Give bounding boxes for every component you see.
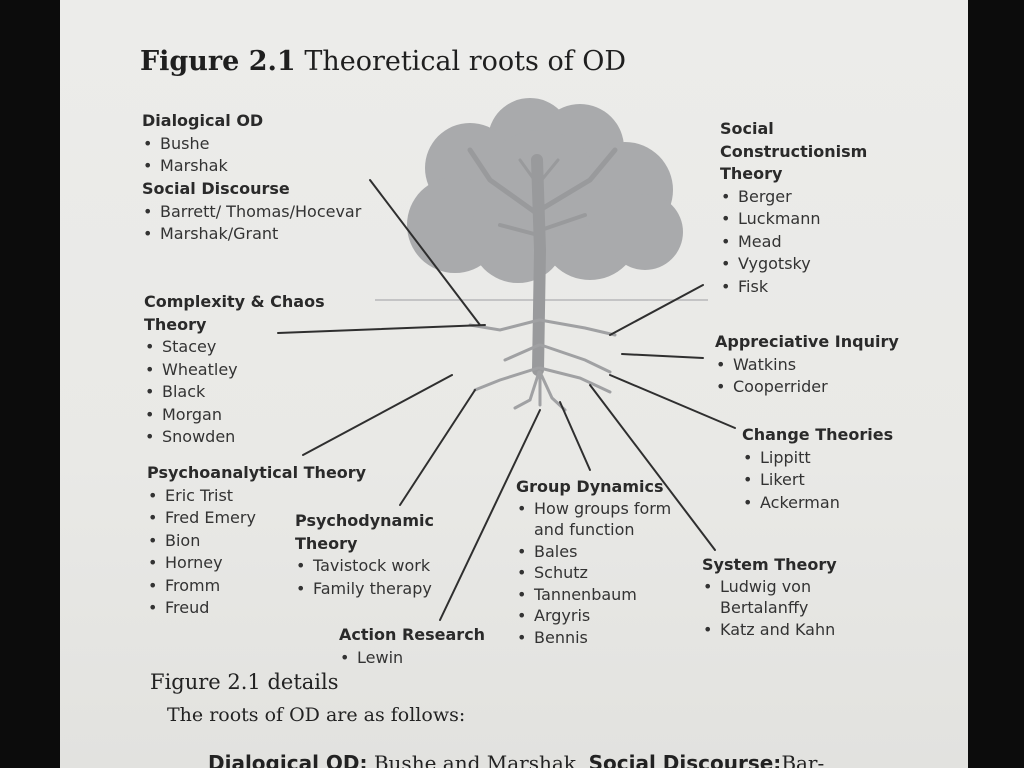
list-item: Marshak xyxy=(142,155,263,178)
group-complexity-chaos-theory: Complexity & Chaos Theory Stacey Wheatle… xyxy=(144,291,325,449)
figure-title-text: Theoretical roots of OD xyxy=(304,46,627,77)
list-item: Tavistock work xyxy=(295,555,434,578)
list-item: Lewin xyxy=(339,647,485,670)
group-heading: Social Discourse xyxy=(142,179,290,198)
list-item: Cooperrider xyxy=(715,376,899,399)
list-item: Argyris xyxy=(516,605,671,627)
group-group-dynamics: Group Dynamics How groups form and funct… xyxy=(516,476,671,648)
device-bezel-right xyxy=(968,0,1024,768)
list-item: Bion xyxy=(147,530,366,553)
list-item: Marshak/Grant xyxy=(142,223,361,246)
list-item: Snowden xyxy=(144,426,325,449)
list-item: Barrett/ Thomas/Hocevar xyxy=(142,201,361,224)
group-heading-line-1: Social xyxy=(720,119,774,138)
details-intro: The roots of OD are as follows: xyxy=(167,704,466,726)
figure-title: Figure 2.1 Theoretical roots of OD xyxy=(140,46,626,77)
group-heading: Group Dynamics xyxy=(516,477,664,496)
tree-roots xyxy=(468,318,617,412)
group-social-discourse: Social Discourse Barrett/ Thomas/Hocevar… xyxy=(142,178,361,246)
group-heading: Psychoanalytical Theory xyxy=(147,463,367,482)
list-item: Schutz xyxy=(516,562,671,584)
list-item-continuation: Bertalanffy xyxy=(720,598,809,617)
list-item: Black xyxy=(144,381,325,404)
list-item: Bales xyxy=(516,541,671,563)
list-item: Fred Emery xyxy=(147,507,366,530)
group-heading-line-1: Complexity & Chaos xyxy=(144,292,325,311)
group-heading-line-3: Theory xyxy=(720,164,783,183)
list-item: Morgan xyxy=(144,404,325,427)
list-item: Tannenbaum xyxy=(516,584,671,606)
list-item: How groups form xyxy=(516,498,671,520)
list-item: Watkins xyxy=(715,354,899,377)
group-action-research: Action Research Lewin xyxy=(339,624,485,669)
connector-lines xyxy=(277,179,736,621)
list-item: Katz and Kahn xyxy=(702,619,837,641)
list-item: Vygotsky xyxy=(720,253,867,276)
tree-canopy xyxy=(407,98,683,283)
group-heading-line-2: Constructionism xyxy=(720,141,868,161)
details-label: Social Discourse: xyxy=(588,751,782,768)
group-heading: Action Research xyxy=(339,625,486,644)
group-heading: Dialogical OD xyxy=(142,111,264,130)
list-item: Lippitt xyxy=(742,447,893,470)
list-item: Bushe xyxy=(142,133,263,156)
group-psychodynamic-theory: Psychodynamic Theory Tavistock work Fami… xyxy=(295,510,434,600)
list-item: Berger xyxy=(720,186,867,209)
group-dialogical-od: Dialogical OD Bushe Marshak xyxy=(142,110,263,178)
list-item: Freud xyxy=(147,597,366,620)
group-social-constructionism-theory: Social Constructionism Theory Berger Luc… xyxy=(720,118,867,298)
group-heading-line-1: Psychodynamic xyxy=(295,511,434,530)
list-item: Stacey xyxy=(144,336,325,359)
group-heading: Appreciative Inquiry xyxy=(715,332,899,351)
group-heading: Change Theories xyxy=(742,425,894,444)
group-change-theories: Change Theories Lippitt Likert Ackerman xyxy=(742,424,893,514)
details-heading: Figure 2.1 details xyxy=(150,670,339,694)
device-bezel-left xyxy=(0,0,60,768)
list-item: Bennis xyxy=(516,627,671,649)
list-item: Mead xyxy=(720,231,867,254)
ebook-page: Figure 2.1 Theoretical roots of OD xyxy=(60,0,968,768)
group-heading: System Theory xyxy=(702,555,837,574)
details-label: Dialogical OD: xyxy=(208,751,368,768)
list-item: Fisk xyxy=(720,276,867,299)
figure-number: Figure 2.1 xyxy=(140,46,296,77)
group-appreciative-inquiry: Appreciative Inquiry Watkins Cooperrider xyxy=(715,331,899,399)
tree-diagram xyxy=(277,98,736,621)
details-text: Bar- xyxy=(781,751,825,768)
list-item: Horney xyxy=(147,552,366,575)
details-text: Bushe and Marshak, xyxy=(367,751,589,768)
list-item-continuation: and function xyxy=(534,520,635,539)
list-item: Ludwig von xyxy=(702,576,837,598)
list-item: Eric Trist xyxy=(147,485,366,508)
list-item: Fromm xyxy=(147,575,366,598)
group-psychoanalytical-theory: Psychoanalytical Theory Eric Trist Fred … xyxy=(147,462,366,620)
group-heading-line-2: Theory xyxy=(144,314,207,334)
list-item: Luckmann xyxy=(720,208,867,231)
group-system-theory: System Theory Ludwig von Bertalanffy Kat… xyxy=(702,554,837,640)
list-item: Wheatley xyxy=(144,359,325,382)
group-heading-line-2: Theory xyxy=(295,533,358,553)
list-item: Family therapy xyxy=(295,578,434,601)
tree-trunk-and-branches xyxy=(467,147,618,376)
list-item: Ackerman xyxy=(742,492,893,515)
list-item: Likert xyxy=(742,469,893,492)
details-cut-off-line: Dialogical OD: Bushe and Marshak, Social… xyxy=(208,751,824,768)
